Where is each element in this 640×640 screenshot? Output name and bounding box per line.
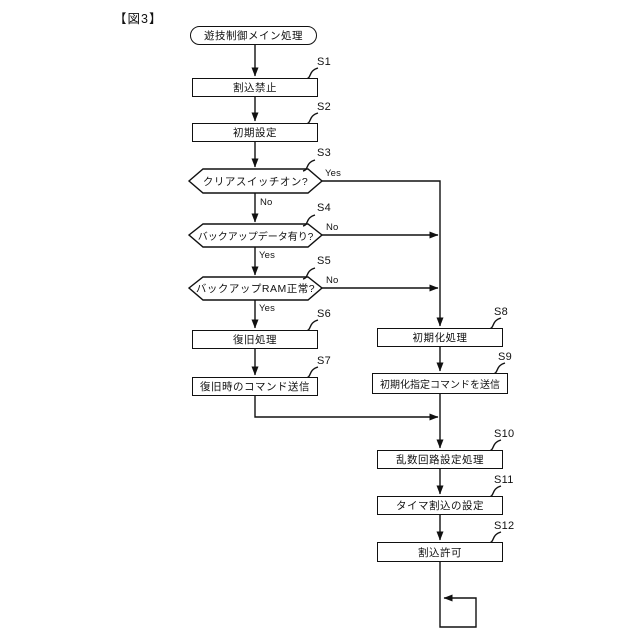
loop-symbol (439, 562, 477, 628)
process-s12-interrupt-enable: 割込許可 (377, 542, 503, 562)
step-label-s10: S10 (494, 428, 515, 440)
process-s1-interrupt-disable: 割込禁止 (192, 78, 318, 97)
step-label-s4: S4 (317, 202, 332, 214)
branch-label-s5-yes: Yes (259, 303, 276, 314)
branch-label-s5-no: No (326, 275, 339, 286)
step-label-s9: S9 (498, 351, 513, 363)
step-label-s5: S5 (317, 255, 332, 267)
step-label-s2: S2 (317, 101, 332, 113)
step-label-s8: S8 (494, 306, 509, 318)
step-label-s1: S1 (317, 56, 332, 68)
decision-s5-backup-ram: バックアップRAM正常? (195, 283, 316, 295)
step-label-s6: S6 (317, 308, 332, 320)
decision-s4-backup-data: バックアップデータ有り? (197, 232, 314, 243)
leader-s5 (302, 267, 316, 280)
process-s11-timer-interrupt: タイマ割込の設定 (377, 496, 503, 515)
step-label-s3: S3 (317, 147, 332, 159)
step-label-s7: S7 (317, 355, 332, 367)
process-s7-recovery-command: 復旧時のコマンド送信 (192, 377, 318, 396)
connector-s7-join (254, 396, 439, 421)
figure-title: 【図3】 (114, 12, 163, 26)
leader-s3 (302, 159, 316, 172)
process-s2-initial-setting: 初期設定 (192, 123, 318, 142)
step-label-s11: S11 (494, 474, 514, 486)
branch-label-s4-no: No (326, 222, 339, 233)
process-s9-init-command: 初期化指定コマンドを送信 (372, 373, 508, 394)
process-s8-initialization: 初期化処理 (377, 328, 503, 347)
connector-s3-yes-s8 (322, 180, 444, 327)
branch-label-s3-yes: Yes (325, 168, 342, 179)
leader-s4 (302, 214, 316, 227)
step-label-s12: S12 (494, 520, 515, 532)
start-node: 遊技制御メイン処理 (190, 26, 317, 45)
decision-s3-clear-switch: クリアスイッチオン? (202, 175, 309, 188)
process-s6-recovery: 復旧処理 (192, 330, 318, 349)
branch-label-s3-no: No (260, 197, 273, 208)
branch-label-s4-yes: Yes (259, 250, 276, 261)
process-s10-random-circuit: 乱数回路設定処理 (377, 450, 503, 469)
